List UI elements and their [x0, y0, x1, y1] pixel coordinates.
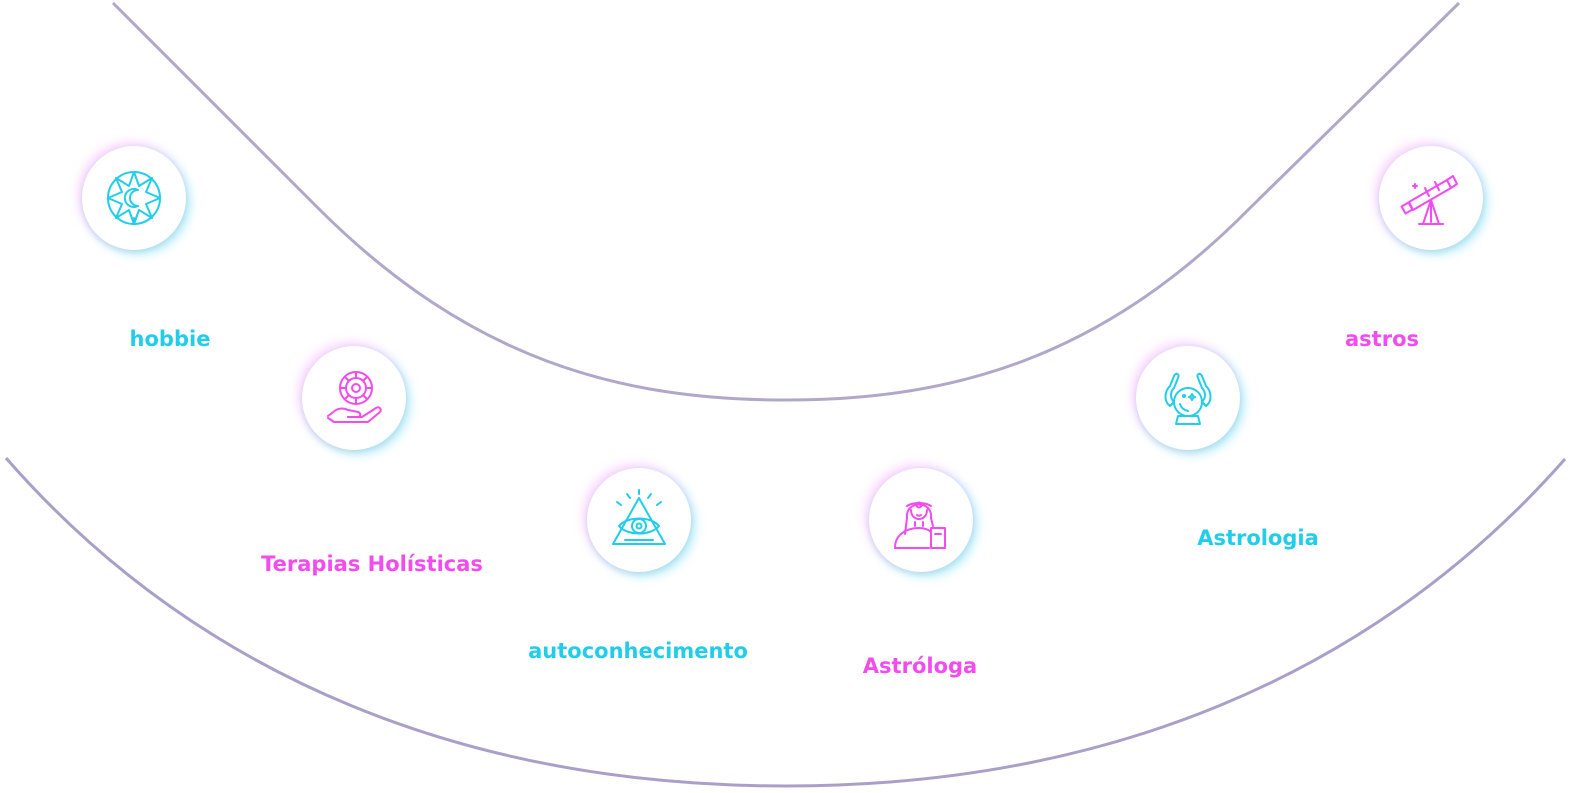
label-astrologia: Astrologia: [1197, 526, 1319, 550]
label-autoconhecimento: autoconhecimento: [528, 639, 748, 663]
node-astrologa[interactable]: [869, 468, 973, 572]
node-autoconhecimento[interactable]: [587, 468, 691, 572]
node-astrologia[interactable]: [1136, 346, 1240, 450]
node-astros[interactable]: [1379, 146, 1483, 250]
label-terapias-holisticas: Terapias Holísticas: [261, 552, 483, 576]
compass-star-icon: [107, 171, 161, 225]
crystal-ball-hands-icon: [1164, 372, 1212, 425]
node-terapias-holisticas[interactable]: [302, 346, 406, 450]
inner-arc: [111, 1, 1461, 402]
eye-pyramid-icon: [612, 489, 666, 545]
node-hobbie[interactable]: [82, 146, 186, 250]
fortune-teller-icon: [894, 501, 946, 549]
hand-mandala-icon: [327, 371, 382, 423]
label-astrologa: Astróloga: [862, 654, 978, 678]
outer-arc: [4, 457, 1567, 788]
label-astros: astros: [1345, 327, 1419, 351]
label-hobbie: hobbie: [129, 327, 211, 351]
telescope-icon: [1400, 175, 1458, 225]
